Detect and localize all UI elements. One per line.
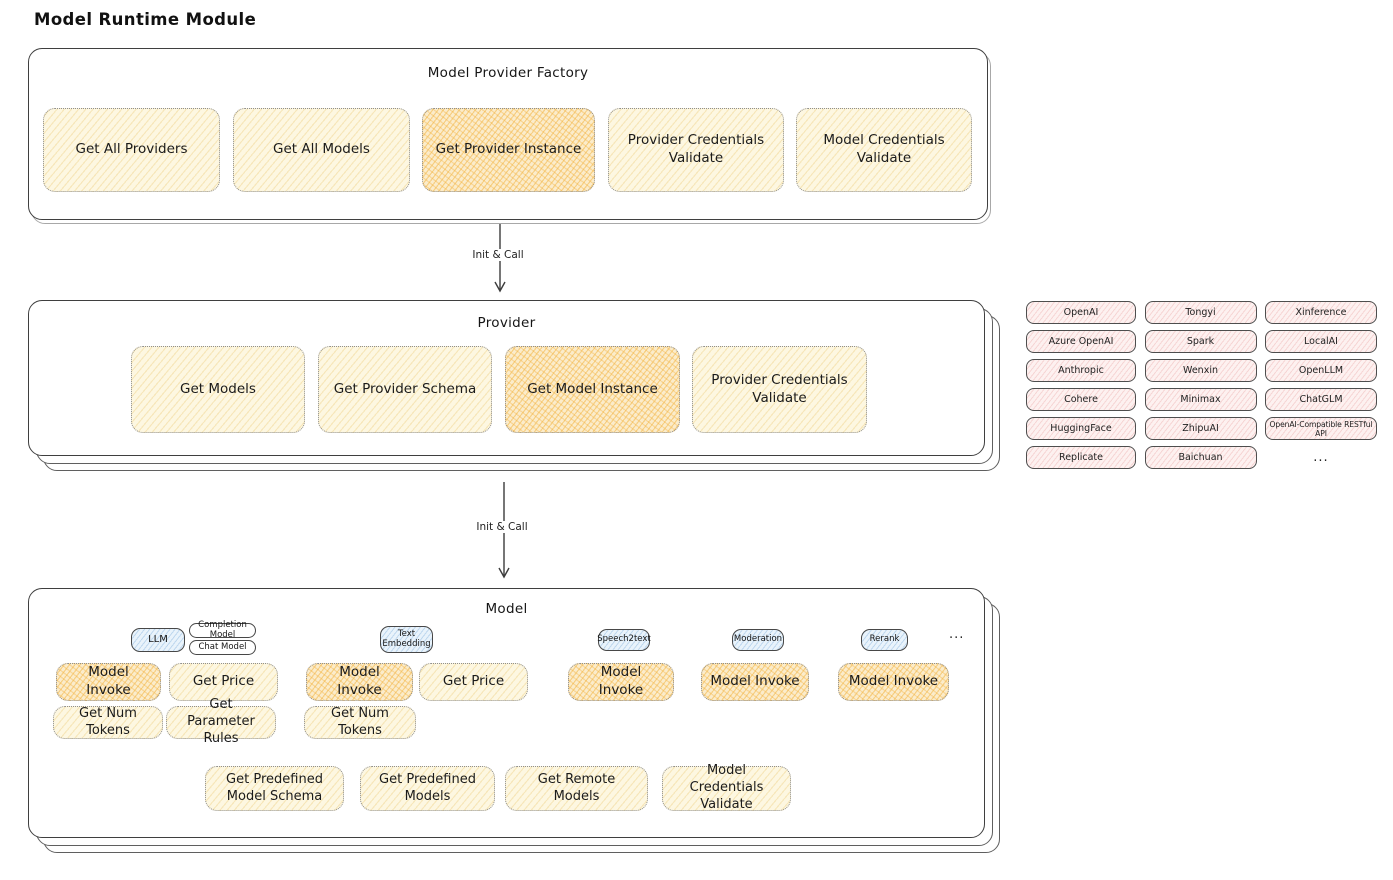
provider-panel: Provider Get Models Get Provider Schema … [28,300,985,456]
tag-completion-model: Completion Model [189,620,256,639]
factory-button-provider-credentials-validate: Provider Credentials Validate [608,108,784,192]
provider-button-get-models: Get Models [131,346,305,433]
model-button-llm-model-invoke: Model Invoke [56,663,161,701]
provider-grid: OpenAI Tongyi Xinference Azure OpenAI Sp… [1026,301,1377,469]
provider-chip: Azure OpenAI [1026,330,1136,353]
model-button-llm-get-num-tokens: Get Num Tokens [53,706,163,739]
provider-chip: LocalAI [1265,330,1377,353]
factory-button-get-all-providers: Get All Providers [43,108,220,192]
provider-chip: Spark [1144,330,1257,353]
provider-button-get-model-instance: Get Model Instance [505,346,680,433]
model-button-model-credentials-validate: Model Credentials Validate [662,763,791,812]
model-button-get-remote-models: Get Remote Models [505,766,648,811]
tag-moderation: Moderation [732,629,784,651]
provider-chip: Replicate [1026,446,1136,469]
tag-chat-model: Chat Model [189,640,256,655]
factory-button-get-all-models: Get All Models [233,108,410,192]
provider-chip: ChatGLM [1265,388,1377,411]
init-call-arrow-bottom [498,482,510,579]
provider-button-get-provider-schema: Get Provider Schema [318,346,492,433]
provider-chip: OpenAI [1026,301,1136,324]
provider-chip: Baichuan [1144,446,1257,469]
model-panel: Model LLM Completion Model Chat Model Te… [28,588,985,838]
provider-title: Provider [477,315,536,331]
model-button-llm-get-price: Get Price [169,663,278,701]
tag-speech2text: Speech2text [597,629,651,651]
init-call-label-bottom: Init & Call [460,521,544,533]
model-button-moderation-model-invoke: Model Invoke [701,663,809,701]
factory-button-get-provider-instance: Get Provider Instance [422,108,595,192]
page-title: Model Runtime Module [34,10,257,29]
provider-chip: Anthropic [1026,359,1136,382]
provider-chip: Tongyi [1144,301,1257,324]
provider-list-ellipsis: ... [1313,450,1329,465]
provider-chip: Cohere [1026,388,1136,411]
init-call-label-top: Init & Call [456,249,540,261]
factory-button-model-credentials-validate: Model Credentials Validate [796,108,972,192]
provider-chip: HuggingFace [1026,417,1136,440]
tag-text-embedding: Text Embedding [380,626,433,653]
factory-title: Model Provider Factory [427,65,589,81]
model-button-te-get-price: Get Price [419,663,528,701]
factory-panel: Model Provider Factory Get All Providers… [28,48,988,220]
provider-chip: Minimax [1144,388,1257,411]
model-button-llm-get-parameter-rules: Get Parameter Rules [166,697,276,746]
tags-more-ellipsis: ... [949,627,965,642]
model-button-get-predefined-model-schema: Get Predefined Model Schema [205,766,344,811]
init-call-arrow-top [494,224,506,293]
tag-rerank: Rerank [861,629,908,651]
provider-chip: OpenLLM [1265,359,1377,382]
provider-button-provider-credentials-validate: Provider Credentials Validate [692,346,867,433]
model-title: Model [485,601,528,617]
model-button-te-model-invoke: Model Invoke [306,663,413,701]
model-button-s2t-model-invoke: Model Invoke [568,663,674,701]
provider-chip: Xinference [1265,301,1377,324]
model-button-rerank-model-invoke: Model Invoke [838,663,949,701]
provider-chip: ZhipuAI [1144,417,1257,440]
model-button-get-predefined-models: Get Predefined Models [360,766,495,811]
tag-llm: LLM [131,628,185,652]
model-button-te-get-num-tokens: Get Num Tokens [304,706,416,739]
provider-chip: OpenAI-Compatible RESTful API [1265,417,1377,440]
provider-chip: Wenxin [1144,359,1257,382]
